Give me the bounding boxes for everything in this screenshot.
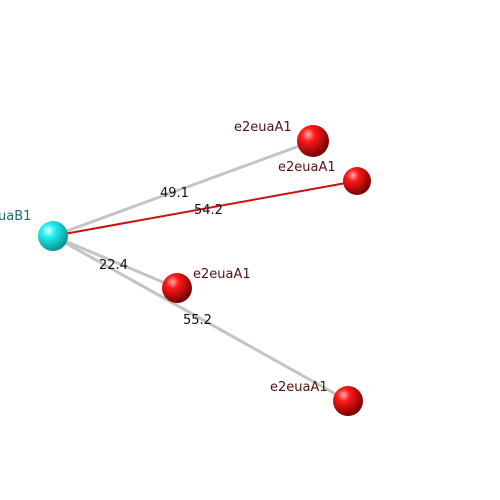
bonds (52, 139, 358, 403)
center-atom-label: euaB1 (0, 209, 31, 224)
bond-2[interactable] (52, 180, 358, 237)
outer-atom-3[interactable] (162, 273, 192, 303)
outer-atom-label-4: e2euaA1 (270, 380, 328, 395)
bond-3[interactable] (52, 234, 178, 290)
distance-label-3: 22.4 (99, 258, 128, 273)
outer-atom-4[interactable] (333, 386, 363, 416)
atoms (38, 125, 371, 416)
outer-atom-label-2: e2euaA1 (278, 160, 336, 175)
distance-label-4: 55.2 (183, 313, 212, 328)
distance-label-2: 54.2 (194, 203, 223, 218)
atom-labels: euaB1 e2euaA1 e2euaA1 e2euaA1 e2euaA1 (0, 120, 336, 395)
distance-label-1: 49.1 (160, 186, 189, 201)
bond-4[interactable] (52, 234, 349, 403)
outer-atom-label-3: e2euaA1 (193, 267, 251, 282)
outer-atom-2[interactable] (343, 167, 371, 195)
center-atom[interactable] (38, 221, 68, 251)
bond-1[interactable] (52, 139, 314, 238)
distance-labels: 49.1 54.2 22.4 55.2 (99, 186, 223, 328)
outer-atom-label-1: e2euaA1 (234, 120, 292, 135)
outer-atom-1[interactable] (297, 125, 329, 157)
